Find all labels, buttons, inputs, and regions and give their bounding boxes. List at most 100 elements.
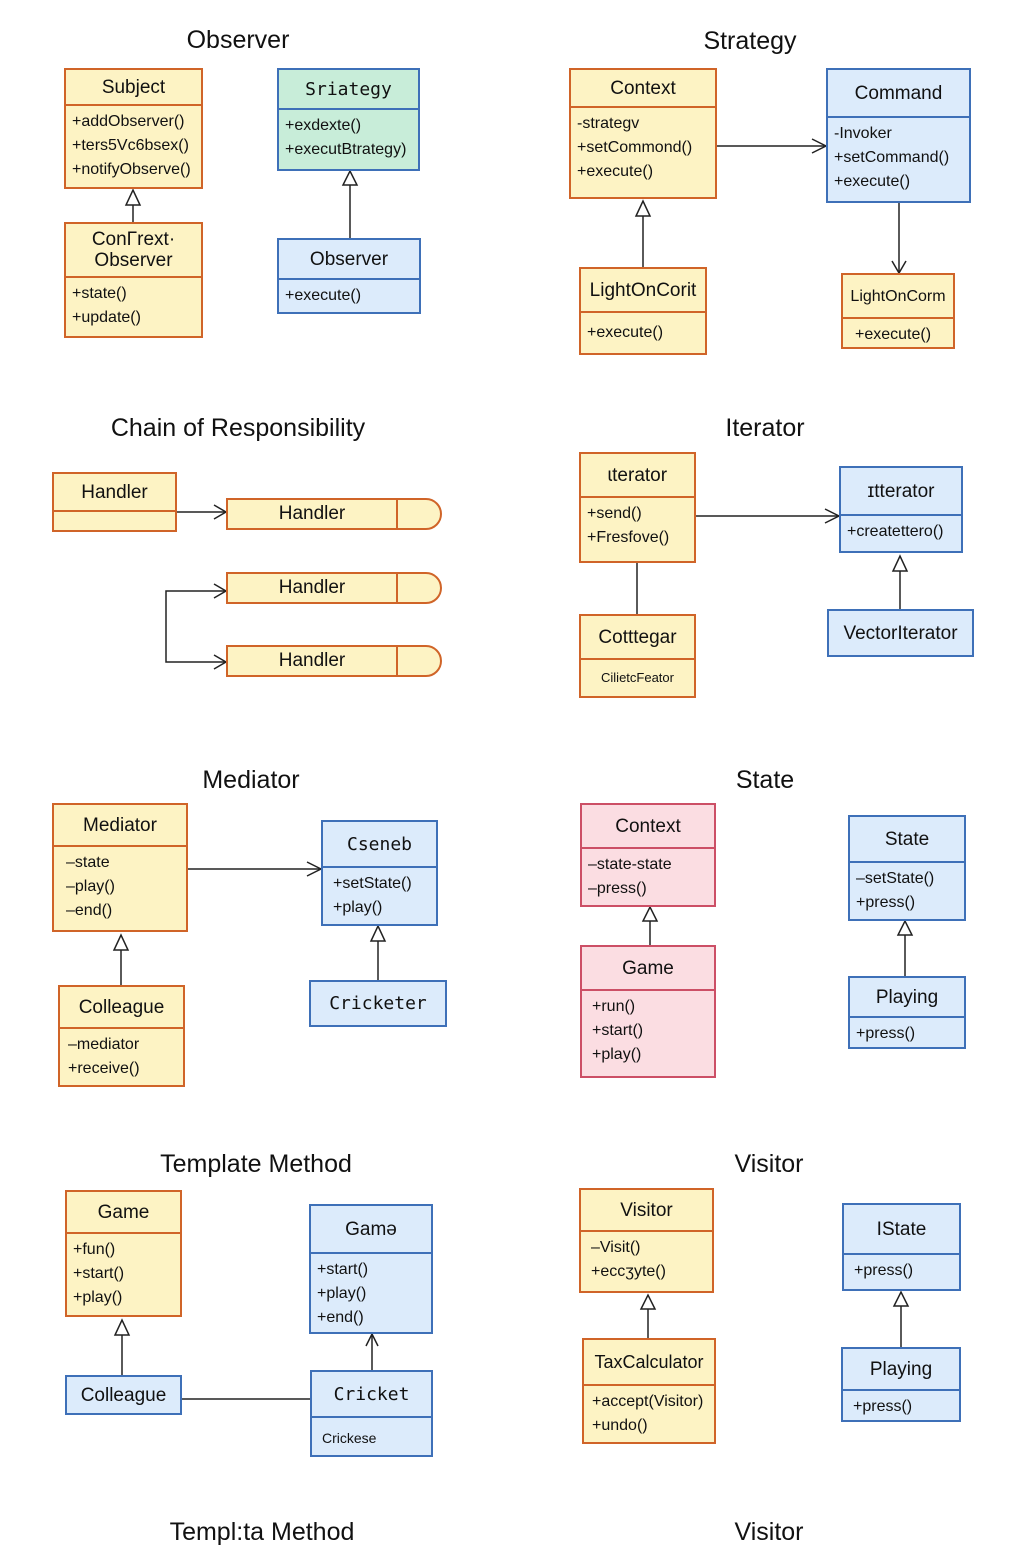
member: +exdexte() — [285, 117, 362, 134]
class-members: +addObserver() +ters5Vc6bsex() +notifyOb… — [66, 106, 201, 187]
member: +Fresfove() — [587, 529, 670, 546]
class-name: ConΓrext· Observer — [66, 224, 201, 276]
subject-class: Subject +addObserver() +ters5Vc6bsex() +… — [64, 68, 203, 189]
class-name: Colleague — [80, 1384, 167, 1406]
cseneb-class: Cseneb +setState() +play() — [321, 820, 438, 926]
member: +notifyObserve() — [72, 161, 191, 178]
handler-node-2: Handler — [226, 572, 442, 604]
handler-node-3: Handler — [226, 645, 442, 677]
class-name: Playing — [869, 1358, 933, 1380]
member: +ters5Vc6bsex() — [72, 137, 189, 154]
member: +press() — [853, 1398, 913, 1415]
class-name: Mediator — [83, 814, 157, 836]
class-name: ɩterator — [607, 464, 668, 486]
class-members: +press() — [844, 1255, 959, 1289]
class-name: Colleague — [78, 996, 165, 1018]
handler-label: Handler — [228, 647, 398, 675]
member: +eccʒyte() — [591, 1263, 666, 1280]
class-name: LightOnCorm — [850, 287, 946, 305]
member: +execute() — [834, 173, 911, 190]
class-members: -Invoker +setCommand() +execute() — [828, 118, 969, 201]
class-members: –state-state –press() — [582, 849, 714, 905]
member: +execute() — [577, 163, 654, 180]
class-members: +createttero() — [841, 516, 961, 551]
class-members: +setState() +play() — [323, 868, 436, 924]
class-name-line2: Observer — [94, 250, 173, 271]
class-name: Cseneb — [346, 833, 413, 855]
class-name: Cricketer — [329, 993, 427, 1014]
class-name: Game — [97, 1201, 150, 1223]
state-class: State –setState() +press() — [848, 815, 966, 921]
class-name: Cotttegar — [598, 626, 677, 648]
class-name: Observer — [309, 248, 389, 270]
handler-label: Handler — [228, 574, 398, 602]
class-members: -strategv +setCommond() +execute() — [571, 108, 715, 197]
member: +fun() — [73, 1241, 116, 1258]
member: +start() — [73, 1265, 125, 1282]
member: –press() — [588, 880, 647, 897]
member: CilietcFeator — [601, 670, 674, 685]
member: –state — [66, 854, 110, 871]
member: +end() — [317, 1309, 364, 1326]
member: +run() — [592, 998, 636, 1015]
taxcalculator-class: TaxCalculator +accept(Visitor) +undo() — [582, 1338, 716, 1444]
chain-title: Chain of Responsibility — [110, 414, 366, 442]
member: –setState() — [856, 870, 935, 887]
class-name: LightOnCorit — [589, 279, 697, 301]
handler-node-1: Handler — [226, 498, 442, 530]
class-members: +accept(Visitor) +undo() — [584, 1386, 714, 1442]
state-title: State — [735, 766, 795, 794]
member: +press() — [854, 1262, 914, 1279]
class-name: TaxCalculator — [594, 1351, 704, 1372]
itterator-class: ɪtterator +createttero() — [839, 466, 963, 553]
sriategy-class: Sriategy +exdexte() +executΒtrategy) — [277, 68, 420, 171]
class-members: –Visit() +eccʒyte() — [581, 1232, 712, 1291]
class-name: Subject — [101, 76, 166, 98]
member: +play() — [73, 1289, 123, 1306]
member: +executΒtrategy) — [285, 141, 407, 158]
iterator-class: ɩterator +send() +Fresfove() — [579, 452, 696, 563]
class-members: +execute() — [279, 280, 419, 312]
class-members: Crickese — [312, 1418, 431, 1455]
class-name: VectorIterator — [843, 622, 958, 644]
cotttegar-class: Cotttegar CilietcFeator — [579, 614, 696, 698]
observer-title: Observer — [186, 26, 290, 54]
class-members — [54, 512, 175, 530]
member: +setState() — [333, 875, 412, 892]
class-name: Visitor — [620, 1199, 673, 1221]
class-name: Game — [622, 957, 674, 979]
member: +play() — [317, 1285, 367, 1302]
template-title: Template Method — [160, 1150, 352, 1178]
member: +start() — [317, 1261, 369, 1278]
member: +play() — [333, 899, 383, 916]
member: +setCommond() — [577, 139, 693, 156]
class-members: –mediator +receive() — [60, 1029, 183, 1085]
class-name: IState — [876, 1218, 927, 1240]
handler-class: Handler — [52, 472, 177, 532]
class-name: Context — [615, 815, 681, 837]
cricketer-class: Cricketer — [309, 980, 447, 1027]
mediator-class: Mediator –state –play() –end() — [52, 803, 188, 932]
member: +receive() — [68, 1060, 140, 1077]
lightoncorm-class: LightOnCorm +execute() — [841, 273, 955, 349]
member: +accept(Visitor) — [592, 1393, 704, 1410]
concrete-observer-class: ConΓrext· Observer +state() +update() — [64, 222, 203, 338]
template-game2-class: Gamə +start() +play() +end() — [309, 1204, 433, 1334]
class-members: +exdexte() +executΒtrategy) — [279, 110, 418, 169]
handler-label: Handler — [228, 500, 398, 528]
member: –play() — [66, 878, 115, 895]
class-members: –state –play() –end() — [54, 847, 186, 930]
member: +state() — [72, 285, 127, 302]
class-members: +start() +play() +end() — [311, 1254, 431, 1332]
class-name: ɪtterator — [867, 480, 935, 502]
member: +addObserver() — [72, 113, 185, 130]
strategy-title: Strategy — [703, 27, 797, 55]
template-colleague-class: Colleague — [65, 1375, 182, 1415]
member: +update() — [72, 309, 141, 326]
context-class: Context -strategv +setCommond() +execute… — [569, 68, 717, 199]
class-name: Gamə — [345, 1218, 397, 1240]
member: +send() — [587, 505, 642, 522]
class-members: +execute() — [581, 313, 705, 353]
class-members: +fun() +start() +play() — [67, 1234, 180, 1315]
class-members: +run() +start() +play() — [582, 991, 714, 1076]
